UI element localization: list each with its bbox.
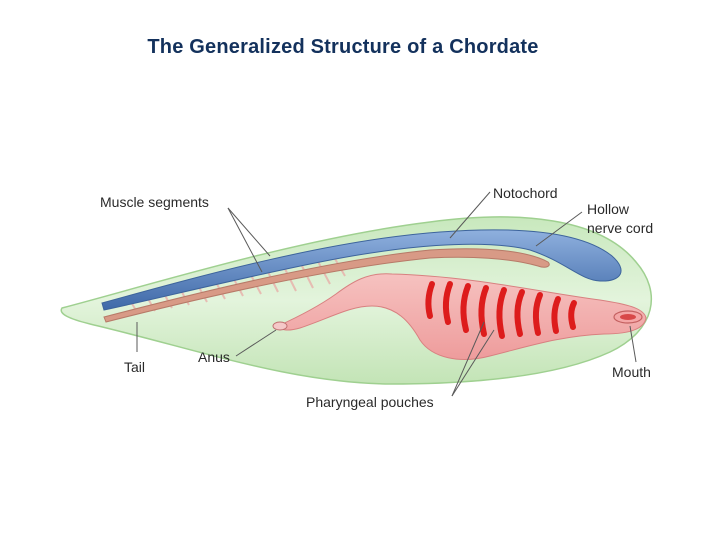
label-notochord: Notochord — [493, 185, 558, 201]
anus-opening — [272, 321, 288, 331]
label-hollow-nerve-cord: Hollow nerve cord — [587, 200, 653, 238]
leader-lines — [136, 191, 637, 397]
notochord — [103, 248, 550, 323]
diagram-title: The Generalized Structure of a Chordate — [147, 36, 539, 58]
label-pharyngeal-pouches: Pharyngeal pouches — [306, 394, 434, 410]
label-hollow-nerve-cord-line1: Hollow — [587, 201, 630, 217]
hollow-nerve-cord — [101, 229, 622, 311]
label-hollow-nerve-cord-line2: nerve cord — [587, 220, 654, 236]
label-anus: Anus — [198, 349, 230, 365]
label-tail: Tail — [124, 359, 146, 375]
label-mouth: Mouth — [612, 364, 651, 380]
pharyngeal-pouches — [425, 281, 577, 339]
label-muscle-segments: Muscle segments — [100, 194, 209, 210]
